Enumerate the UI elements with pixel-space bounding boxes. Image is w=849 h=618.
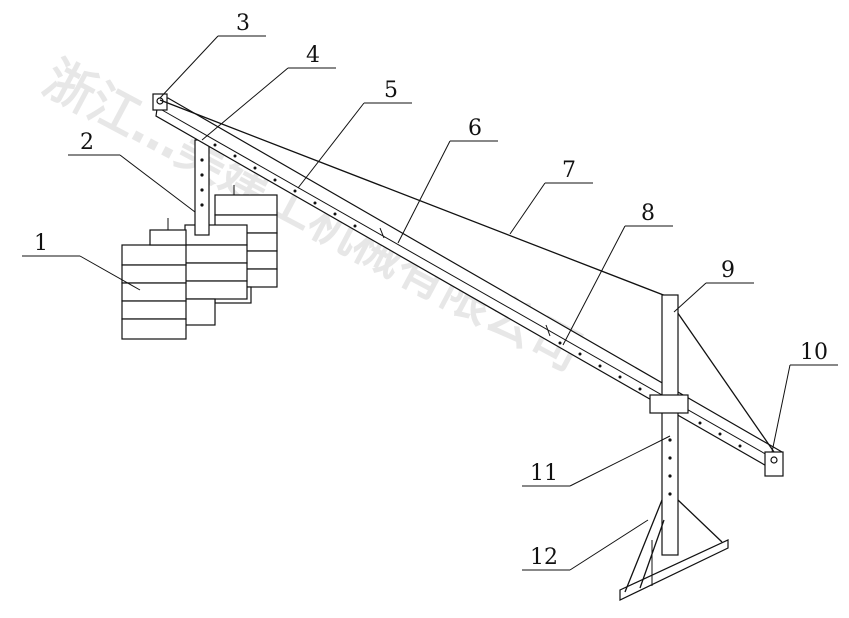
- label-11: 11: [530, 461, 558, 486]
- rear-post: [194, 139, 210, 236]
- label-8: 8: [641, 201, 655, 226]
- watermark-text: 浙江…美建工机械有限公司: [34, 49, 591, 382]
- label-6: 6: [468, 116, 482, 141]
- label-12: 12: [530, 545, 558, 570]
- counterweight-stack-front: [121, 218, 187, 340]
- label-7: 7: [562, 158, 576, 183]
- front-post: [649, 294, 689, 556]
- part-labels: 1 2 3 4 5 6 7 8 9 10 11 12: [34, 11, 828, 570]
- label-10: 10: [800, 340, 828, 365]
- label-5: 5: [384, 78, 398, 103]
- tie-wire: [159, 99, 775, 453]
- label-3: 3: [236, 11, 250, 36]
- label-9: 9: [721, 258, 735, 283]
- label-1: 1: [34, 231, 48, 256]
- beam-holes: [213, 143, 742, 448]
- front-base-stand: [619, 499, 729, 601]
- leader-lines: [22, 35, 838, 571]
- watermark: 浙江…美建工机械有限公司: [34, 49, 591, 382]
- counterweight-stack-middle: [184, 212, 248, 326]
- counterweight-stacks: [121, 185, 278, 340]
- label-4: 4: [306, 43, 320, 68]
- front-end-fitting: [764, 451, 784, 477]
- label-2: 2: [80, 130, 94, 155]
